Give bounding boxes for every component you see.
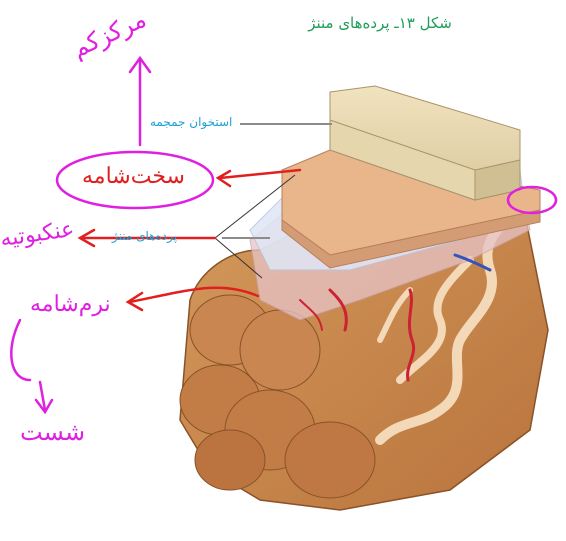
- label-skull-bone: استخوان جمجمه: [150, 115, 232, 129]
- ink-bottom-word: شست: [20, 418, 85, 446]
- label-meninges: پرده‌های مننژ: [112, 229, 177, 243]
- ink-dura: سخت‌شامه: [82, 164, 185, 189]
- ink-pia: نرم‌شامه: [30, 292, 111, 317]
